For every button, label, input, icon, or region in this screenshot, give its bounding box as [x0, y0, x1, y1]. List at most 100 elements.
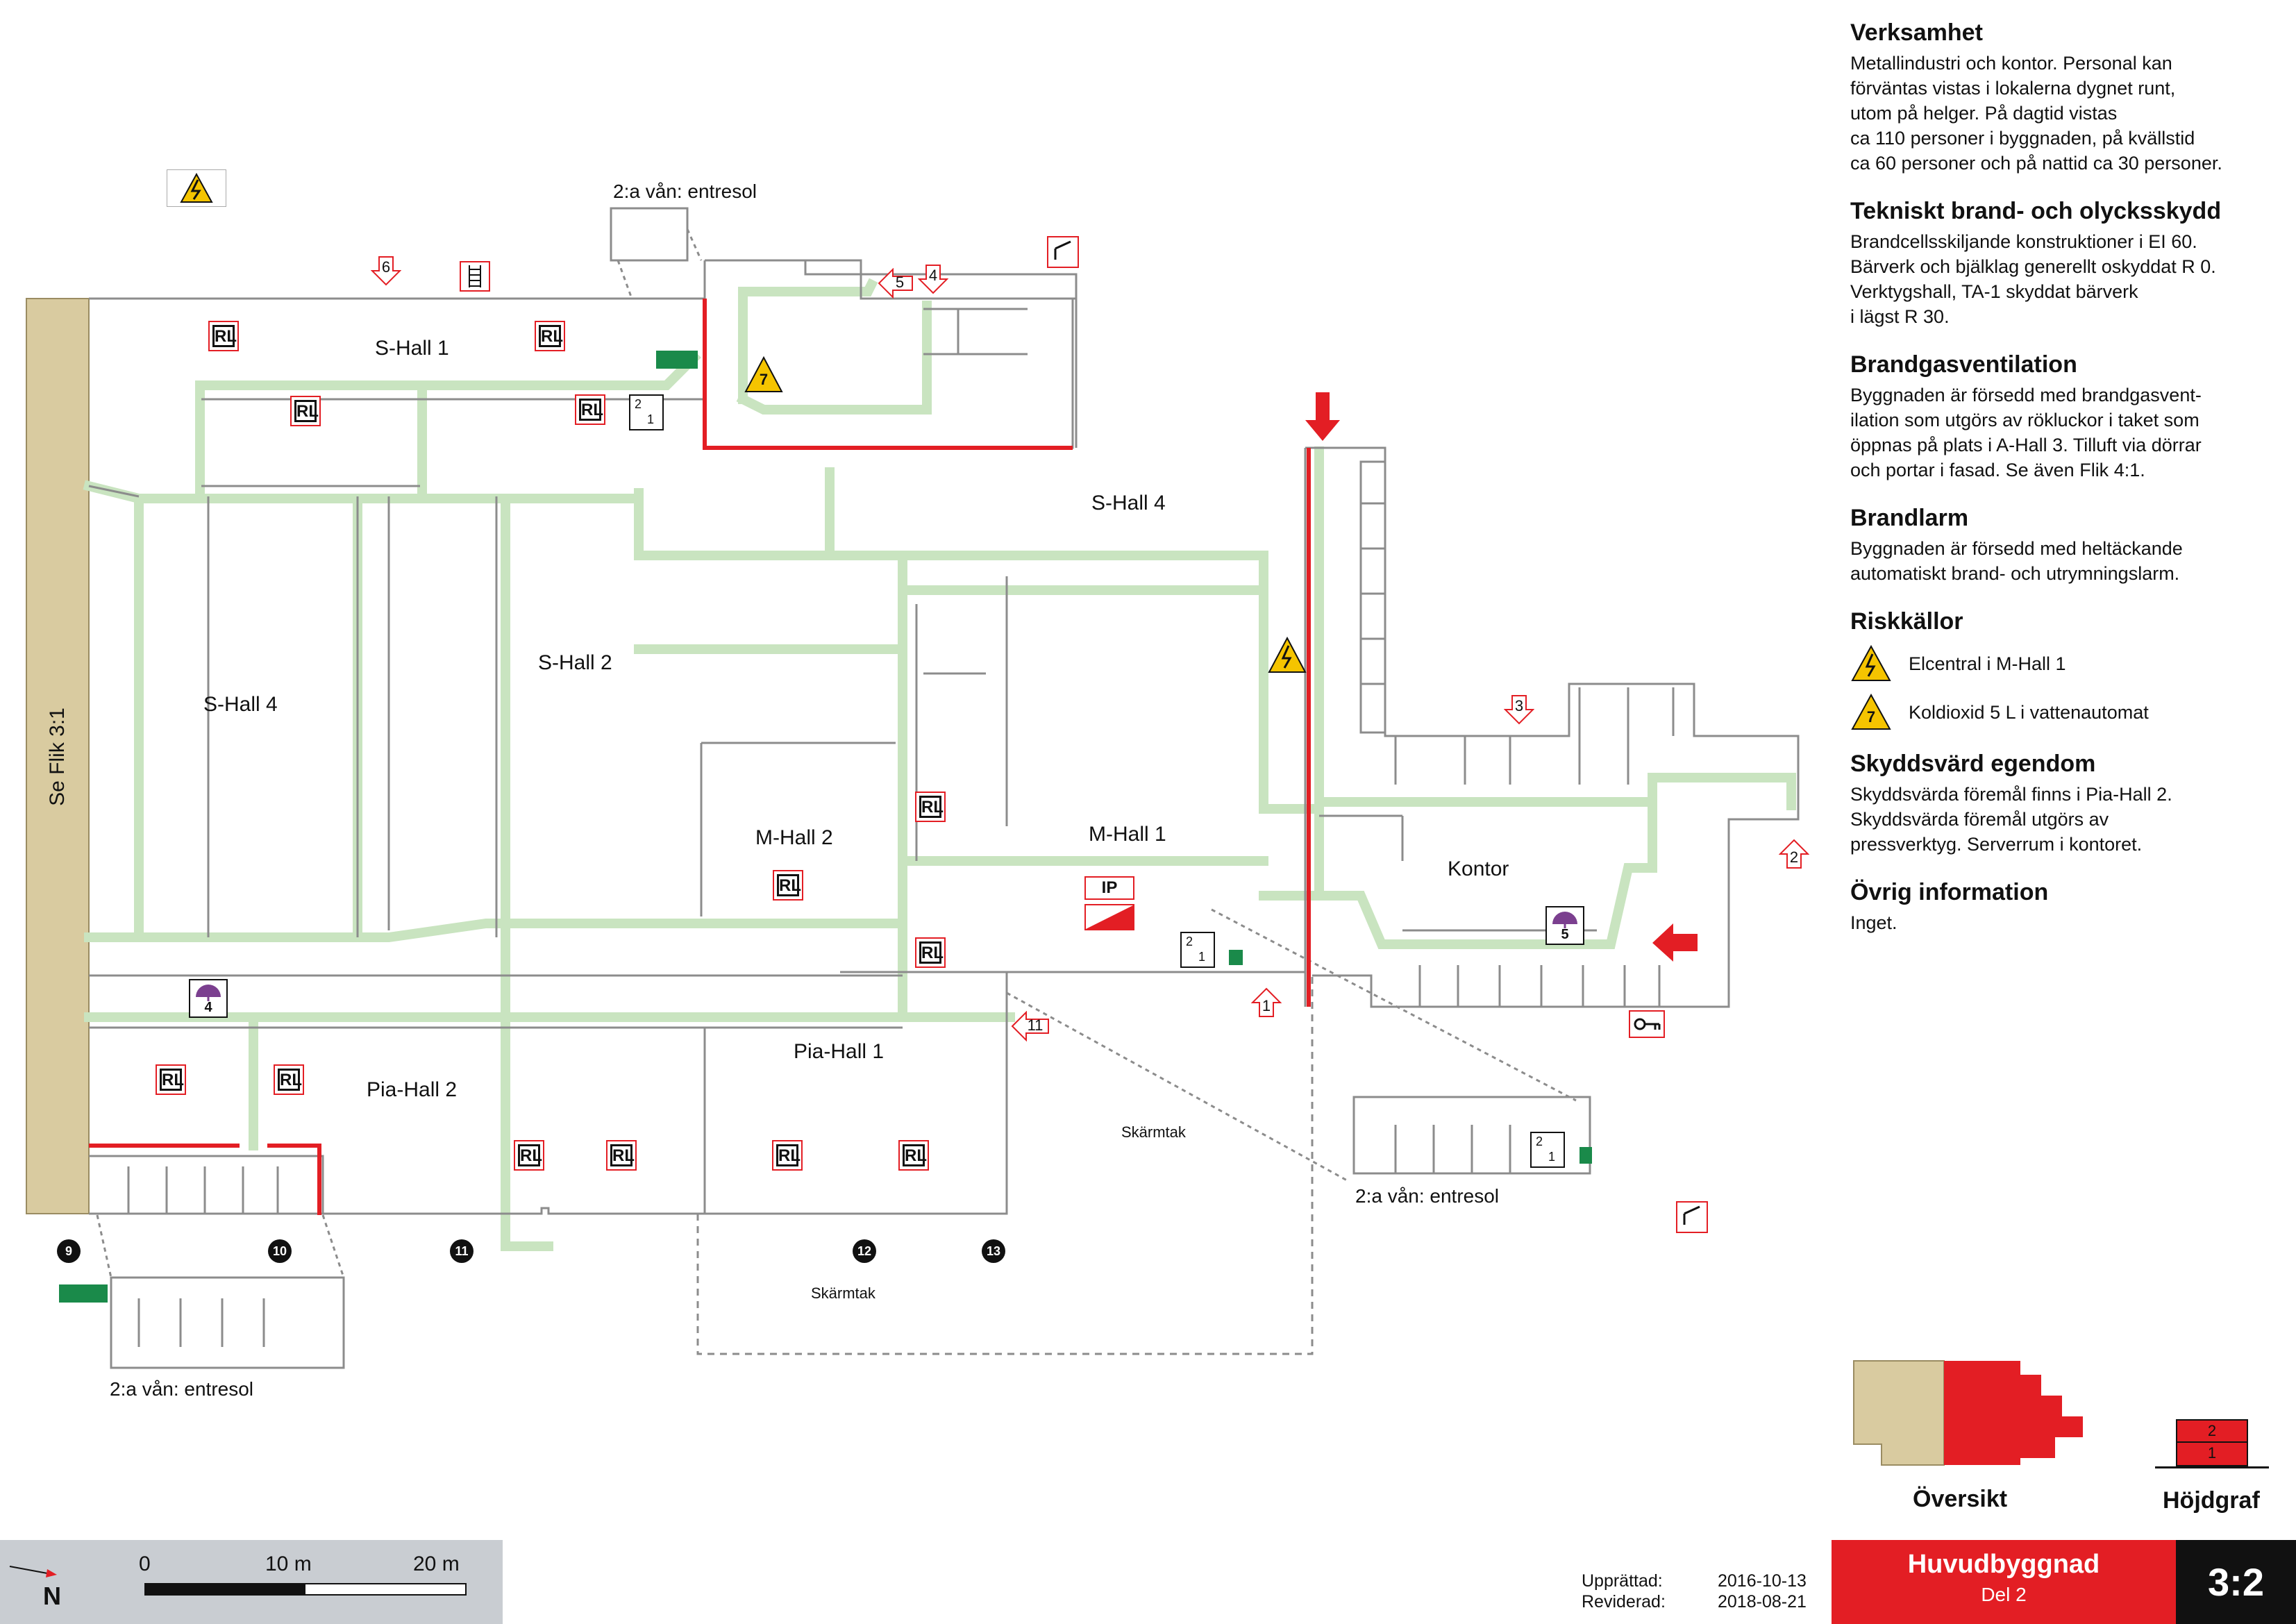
key-box-icon — [1629, 1010, 1665, 1038]
sprinkler-valve-icon — [1047, 236, 1079, 268]
north-arrow-icon — [9, 1566, 57, 1577]
heading-tekniskt: Tekniskt brand- och olycksskydd — [1850, 198, 2222, 224]
scale-tick-20: 20 m — [413, 1552, 460, 1575]
text-verksamhet: Metallindustri och kontor. Personal kan … — [1850, 53, 2222, 174]
heading-skyddsvard: Skyddsvärd egendom — [1850, 751, 2096, 777]
adjacent-building-band — [26, 298, 90, 1214]
room-label-s-hall-4-top: S-Hall 4 — [1091, 492, 1166, 514]
scale-tick-0: 0 — [139, 1552, 151, 1575]
entrance-marker-11: 11 — [1011, 1010, 1050, 1042]
room-label-pia-hall-2: Pia-Hall 2 — [367, 1078, 458, 1101]
umbrella-icon — [196, 985, 221, 1001]
heading-verksamhet: Verksamhet — [1850, 19, 1983, 46]
created-date: 2016-10-13 — [1718, 1571, 1807, 1591]
valuables-marker-5: 5 — [1545, 906, 1584, 945]
axis-marker-9: 9 — [57, 1239, 81, 1263]
ip-label: IP — [1084, 876, 1134, 900]
north-label: N — [43, 1582, 61, 1610]
axis-marker-10: 10 — [268, 1239, 292, 1263]
text-tekniskt: Brandcellsskiljande konstruktioner i EI … — [1850, 231, 2216, 327]
rl-symbol: RL — [208, 321, 239, 351]
entrance-marker-6: 6 — [370, 256, 402, 286]
entrance-marker-4: 4 — [917, 264, 949, 294]
title-block: Huvudbyggnad Del 2 — [1832, 1540, 2176, 1624]
heading-brandlarm: Brandlarm — [1850, 505, 1969, 531]
valuables-marker-4: 4 — [189, 979, 228, 1018]
height-level-1: 1 — [2176, 1443, 2248, 1466]
text-brandgas: Byggnaden är försedd med brandgasvent- i… — [1850, 385, 2202, 480]
overview-map — [1853, 1360, 2083, 1466]
room-label-s-hall-2: S-Hall 2 — [538, 651, 612, 674]
risk-item-elcentral: Elcentral i M-Hall 1 — [1850, 639, 2281, 688]
text-skyddsvard: Skyddsvärda föremål finns i Pia-Hall 2. … — [1850, 784, 2172, 855]
room-label-s-hall-1: S-Hall 1 — [375, 337, 449, 360]
text-brandlarm: Byggnaden är försedd med heltäckande aut… — [1850, 538, 2183, 584]
height-graph: 2 1 — [2155, 1419, 2269, 1468]
rl-symbol: RL — [915, 937, 946, 968]
heading-brandgas: Brandgasventilation — [1850, 351, 2077, 378]
risk-marker-7: 7 — [744, 355, 783, 394]
entresol-label-bottom: 2:a vån: entresol — [110, 1378, 254, 1400]
room-label-m-hall-2: M-Hall 2 — [755, 826, 833, 849]
axis-marker-13: 13 — [982, 1239, 1005, 1263]
scale-bar-panel: N 0 10 m 20 m — [0, 1540, 503, 1624]
room-label-kontor: Kontor — [1448, 857, 1509, 880]
rl-symbol: RL — [772, 1140, 803, 1171]
entrance-marker-1: 1 — [1250, 987, 1282, 1018]
umbrella-icon — [1552, 912, 1577, 928]
ip-symbol: IP — [1084, 876, 1134, 932]
scale-tick-10: 10 m — [265, 1552, 312, 1575]
risk-item-koldioxid: 7 Koldioxid 5 L i vattenautomat — [1850, 688, 2281, 737]
electrical-warning-icon — [180, 172, 213, 203]
revised-label: Reviderad: — [1582, 1592, 1666, 1612]
room-label-skarmtak-b: Skärmtak — [811, 1284, 875, 1302]
heading-riskkallor: Riskkällor — [1850, 608, 1963, 635]
ladder-icon — [460, 261, 490, 292]
rl-symbol: RL — [514, 1140, 544, 1171]
entresol-label-right: 2:a vån: entresol — [1355, 1185, 1500, 1207]
fire-service-entry-arrows — [1305, 392, 1698, 962]
rl-symbol: RL — [290, 396, 321, 426]
scale-bar — [144, 1583, 467, 1596]
fire-cell-boundaries — [89, 299, 1311, 1215]
rl-symbol: RL — [535, 321, 565, 351]
overview-label: Översikt — [1913, 1486, 2008, 1512]
sheet-code: 3:2 — [2176, 1540, 2296, 1624]
info-panel: Verksamhet Metallindustri och kontor. Pe… — [1850, 19, 2281, 935]
warning-triangle-icon — [1851, 693, 1891, 730]
electrical-hazard-sign — [167, 169, 226, 207]
axis-marker-11: 11 — [450, 1239, 474, 1263]
revised-date: 2018-08-21 — [1718, 1592, 1807, 1612]
entrance-marker-2: 2 — [1778, 839, 1810, 869]
rl-symbol: RL — [898, 1140, 929, 1171]
stair-markers — [59, 351, 1592, 1303]
building-subtitle: Del 2 — [1981, 1584, 2027, 1605]
side-label: Se Flik 3:1 — [46, 708, 69, 806]
building-title: Huvudbyggnad — [1907, 1550, 2100, 1579]
rl-symbol: RL — [156, 1064, 186, 1095]
heading-ovrig: Övrig information — [1850, 879, 2049, 905]
room-label-m-hall-1: M-Hall 1 — [1089, 823, 1166, 846]
room-label-skarmtak-a: Skärmtak — [1121, 1123, 1186, 1141]
electrical-warning-icon — [1268, 636, 1307, 673]
height-level-2: 2 — [2176, 1419, 2248, 1443]
escape-routes — [83, 278, 1796, 1251]
rl-symbol: RL — [575, 394, 605, 425]
sprinkler-valve-icon — [1676, 1201, 1708, 1233]
entrance-marker-3: 3 — [1503, 694, 1535, 725]
rl-symbol: RL — [274, 1064, 304, 1095]
entresol-label-top: 2:a vån: entresol — [613, 181, 757, 202]
rl-symbol: RL — [606, 1140, 637, 1171]
electrical-warning-icon — [1851, 644, 1891, 681]
rl-symbol: RL — [773, 870, 803, 901]
document-dates: Upprättad:2016-10-13 Reviderad:2018-08-2… — [1582, 1571, 1807, 1612]
room-label-pia-hall-1: Pia-Hall 1 — [794, 1040, 885, 1063]
text-ovrig: Inget. — [1850, 912, 1897, 933]
walls — [88, 207, 1800, 1369]
entrance-marker-5: 5 — [878, 267, 914, 299]
height-graph-label: Höjdgraf — [2163, 1487, 2260, 1514]
